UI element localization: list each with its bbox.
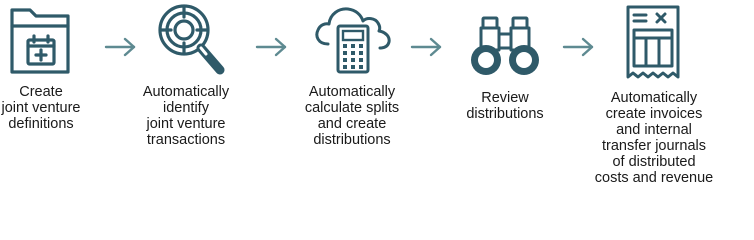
folder-calendar-icon: [10, 8, 70, 74]
step-label-line: transfer journals: [602, 138, 706, 154]
step-label-line: identify: [163, 100, 209, 116]
step-label-line: Automatically: [610, 90, 698, 106]
step-label-line: costs and revenue: [594, 170, 714, 186]
step-label-line: and internal: [616, 122, 692, 138]
step-label-line: joint venture: [1, 100, 81, 116]
cloud-calculator-icon: [315, 7, 391, 74]
step-label-line: Create: [19, 84, 63, 100]
binoculars-icon: [471, 16, 539, 75]
step-label-line: and create: [317, 116, 387, 132]
magnifier-target-icon: [158, 4, 225, 75]
step-label-line: Review: [481, 90, 529, 106]
step-label-line: calculate splits: [304, 100, 400, 116]
step-label-line: definitions: [8, 116, 74, 132]
step-label-line: Automatically: [308, 84, 396, 100]
arrow-right-icon: [562, 37, 594, 57]
step-label-line: transactions: [146, 132, 226, 148]
invoice-document-icon: [626, 5, 680, 79]
step-label-line: joint venture: [146, 116, 226, 132]
arrow-right-icon: [104, 37, 136, 57]
step-label-line: create invoices: [605, 106, 703, 122]
step-label-line: distributions: [466, 106, 544, 122]
arrow-right-icon: [255, 37, 287, 57]
step-label-line: distributions: [313, 132, 391, 148]
step-label-line: Automatically: [142, 84, 230, 100]
step-label-line: of distributed: [612, 154, 696, 170]
arrow-right-icon: [410, 37, 442, 57]
